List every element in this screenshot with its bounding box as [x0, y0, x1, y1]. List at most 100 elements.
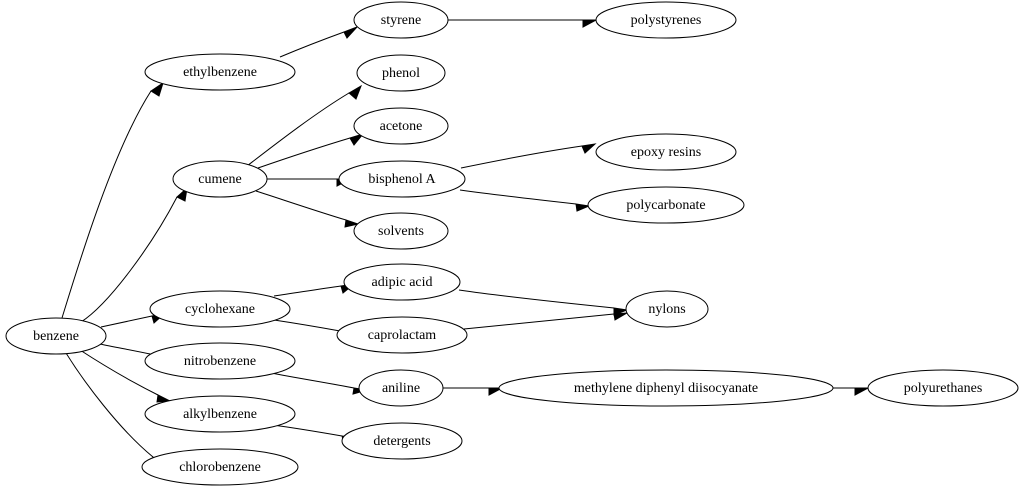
- node-label: detergents: [373, 434, 430, 449]
- node-cumene[interactable]: cumene: [172, 160, 268, 198]
- node-shape[interactable]: [144, 395, 296, 433]
- node-label: chlorobenzene: [179, 460, 261, 475]
- arrowhead-icon: [344, 219, 360, 228]
- edge-line: [79, 349, 159, 396]
- node-shape[interactable]: [353, 107, 449, 145]
- node-shape[interactable]: [144, 53, 296, 91]
- node-shape[interactable]: [356, 54, 446, 92]
- node-polystyrenes[interactable]: polystyrenes: [595, 1, 737, 39]
- edge-line: [255, 190, 347, 221]
- arrowhead-icon: [349, 133, 365, 146]
- node-label: polystyrenes: [631, 13, 702, 28]
- node-label: caprolactam: [368, 328, 437, 343]
- node-shape[interactable]: [498, 369, 834, 407]
- node-nylons[interactable]: nylons: [625, 290, 709, 328]
- edge-line: [272, 424, 343, 437]
- node-label: bisphenol A: [368, 172, 436, 187]
- arrowhead-icon: [348, 84, 362, 100]
- edge-line: [65, 352, 154, 458]
- edge-cumene-to-acetone: [257, 133, 365, 169]
- edge-line: [270, 372, 355, 389]
- edge-benzene-to-ethylbenzene: [61, 81, 164, 319]
- node-label: acetone: [380, 119, 423, 134]
- node-shape[interactable]: [595, 1, 737, 39]
- edge-aniline-to-mdi: [442, 387, 503, 396]
- node-shape[interactable]: [867, 369, 1019, 407]
- arrowhead-icon: [150, 81, 164, 97]
- node-benzene[interactable]: benzene: [5, 317, 107, 355]
- arrowhead-icon: [156, 394, 172, 403]
- node-shape[interactable]: [5, 317, 107, 355]
- edge-adipicacid-to-nylons: [458, 289, 629, 316]
- node-bisphenolA[interactable]: bisphenol A: [338, 160, 466, 198]
- node-shape[interactable]: [338, 160, 466, 198]
- edge-cyclohexane-to-adipicacid: [273, 283, 356, 297]
- node-caprolactam[interactable]: caprolactam: [336, 316, 468, 354]
- node-alkylbenzene[interactable]: alkylbenzene: [144, 395, 296, 433]
- edge-nitrobenzene-to-aniline: [270, 372, 368, 395]
- node-styrene[interactable]: styrene: [353, 1, 449, 39]
- node-label: polyurethanes: [904, 381, 983, 396]
- arrowhead-icon: [575, 203, 591, 212]
- edge-line: [458, 289, 615, 309]
- node-label: aniline: [382, 381, 420, 396]
- edge-line: [460, 145, 583, 169]
- edge-line: [273, 319, 341, 332]
- node-shape[interactable]: [341, 422, 463, 460]
- node-label: benzene: [33, 329, 79, 344]
- node-phenol[interactable]: phenol: [356, 54, 446, 92]
- edge-caprolactam-to-nylons: [463, 312, 628, 330]
- node-shape[interactable]: [587, 186, 745, 224]
- node-chlorobenzene[interactable]: chlorobenzene: [141, 448, 299, 486]
- node-shape[interactable]: [149, 290, 291, 328]
- node-acetone[interactable]: acetone: [353, 107, 449, 145]
- edge-cumene-to-solvents: [255, 190, 360, 228]
- node-shape[interactable]: [343, 263, 461, 301]
- node-label: phenol: [382, 66, 420, 81]
- edge-styrene-to-polystyrenes: [448, 19, 597, 28]
- edge-line: [99, 343, 151, 355]
- node-solvents[interactable]: solvents: [353, 212, 449, 250]
- node-polycarbonate[interactable]: polycarbonate: [587, 186, 745, 224]
- edge-line: [246, 92, 350, 167]
- node-polyurethanes[interactable]: polyurethanes: [867, 369, 1019, 407]
- node-label: cumene: [198, 172, 242, 187]
- nodes-layer: benzene ethylbenzene styrene polystyrenes cu…: [5, 1, 1019, 486]
- arrowhead-icon: [582, 19, 597, 28]
- node-shape[interactable]: [353, 1, 449, 39]
- edge-bisphenolA-to-polycarbonate: [459, 189, 591, 212]
- node-aniline[interactable]: aniline: [358, 369, 444, 407]
- node-cyclohexane[interactable]: cyclohexane: [149, 290, 291, 328]
- node-label: cyclohexane: [185, 302, 255, 317]
- edge-line: [273, 285, 342, 297]
- edge-line: [279, 31, 345, 58]
- edge-line: [80, 196, 178, 323]
- node-shape[interactable]: [336, 316, 468, 354]
- node-epoxyresins[interactable]: epoxy resins: [595, 133, 737, 171]
- node-ethylbenzene[interactable]: ethylbenzene: [144, 53, 296, 91]
- node-label: nitrobenzene: [184, 354, 256, 369]
- node-shape[interactable]: [595, 133, 737, 171]
- node-mdi[interactable]: methylene diphenyl diisocyanate: [498, 369, 834, 407]
- node-shape[interactable]: [625, 290, 709, 328]
- edge-line: [100, 315, 153, 328]
- edge-ethylbenzene-to-styrene: [279, 26, 358, 58]
- node-detergents[interactable]: detergents: [341, 422, 463, 460]
- node-shape[interactable]: [172, 160, 268, 198]
- edge-bisphenolA-to-epoxyresins: [460, 143, 597, 169]
- node-shape[interactable]: [141, 448, 299, 486]
- node-nitrobenzene[interactable]: nitrobenzene: [144, 342, 296, 380]
- node-adipicacid[interactable]: adipic acid: [343, 263, 461, 301]
- node-shape[interactable]: [358, 369, 444, 407]
- node-shape[interactable]: [144, 342, 296, 380]
- edge-line: [61, 90, 152, 319]
- edge-line: [257, 137, 351, 169]
- edge-line: [459, 189, 577, 205]
- edge-line: [463, 313, 615, 330]
- edge-benzene-to-alkylbenzene: [79, 349, 172, 403]
- node-label: alkylbenzene: [183, 407, 257, 422]
- arrowhead-icon: [581, 143, 597, 154]
- node-label: methylene diphenyl diisocyanate: [574, 381, 758, 396]
- node-shape[interactable]: [353, 212, 449, 250]
